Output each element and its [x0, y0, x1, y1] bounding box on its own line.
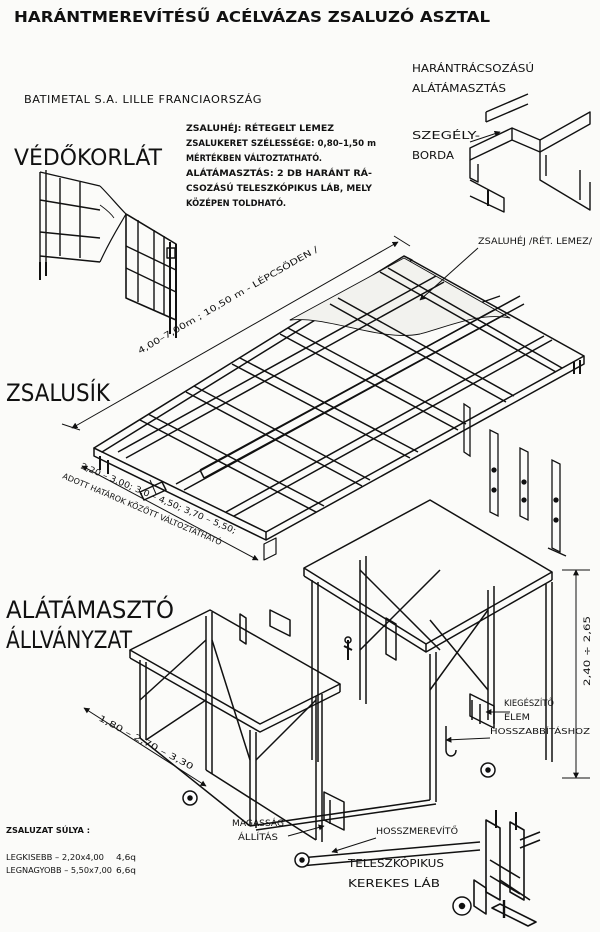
height-dimension-label: 2,40 ÷ 2,65 — [583, 616, 593, 686]
spec-line: KÖZÉPEN TOLDHATÓ. — [186, 197, 286, 209]
support-heading-line1: ALÁTÁMASZTÓ — [6, 594, 174, 624]
support-scaffold-drawing — [129, 499, 553, 867]
deck-heading: ZSALUSÍK — [6, 378, 111, 407]
height-adjust-label-line1: MAGASSÁG — [232, 817, 284, 829]
weight-row-value: 6,6q — [116, 866, 136, 875]
weight-table: ZSALUZAT SÚLYA : LEGKISEBB – 2,20x4,00 4… — [6, 824, 136, 875]
spec-line: ZSALUHÉJ: RÉTEGELT LEMEZ — [186, 122, 334, 134]
spec-line: ZSALUKERET SZÉLESSÉGE: 0,80–1,50 m — [186, 137, 376, 149]
guardrail-drawing — [39, 170, 177, 338]
height-adjust-label-line2: ÁLLÍTÁS — [238, 831, 278, 843]
telescopic-leg-detail — [473, 810, 541, 927]
weight-row-value: 4,6q — [116, 853, 136, 862]
weight-heading: ZSALUZAT SÚLYA : — [6, 824, 90, 835]
extension-label: HOSSZABBÍTÁSHOZ — [490, 725, 591, 736]
supplementary-label-line2: ELEM — [504, 713, 530, 723]
caster-wheels — [182, 762, 496, 916]
guardrail-heading: VÉDŐKORLÁT — [14, 145, 163, 171]
weight-row-label: LEGKISEBB – 2,20x4,00 — [6, 853, 104, 862]
cross-support-detail — [469, 93, 591, 213]
loose-posts — [463, 402, 567, 557]
spec-line: ALÁTÁMASZTÁS: 2 DB HARÁNT RÁ- — [186, 167, 372, 179]
edge-rib-label-line2: BORDA — [412, 149, 454, 162]
spec-block: ZSALUHÉJ: RÉTEGELT LEMEZ ZSALUKERET SZÉL… — [186, 122, 376, 209]
spec-line: CSOZÁSÚ TELESZKÓPIKUS LÁB, MELY — [186, 182, 373, 194]
formwork-skin-label: ZSALUHÉJ /RÉT. LEMEZ/ — [478, 235, 592, 247]
dimension-lines — [61, 130, 590, 854]
telescopic-label-line1: TELESZKÓPIKUS — [347, 857, 444, 870]
longitudinal-brace-label: HOSSZMEREVÍTŐ — [376, 825, 458, 837]
edge-rib-label-line1: SZEGÉLY- — [412, 129, 480, 142]
cross-support-label-line2: ALÁTÁMASZTÁS — [412, 82, 506, 95]
supplementary-label-line1: KIEGÉSZÍTŐ — [504, 697, 554, 709]
manufacturer-label: BATIMETAL S.A. LILLE FRANCIAORSZÁG — [24, 93, 262, 106]
support-heading-line2: ÁLLVÁNYZAT — [6, 625, 132, 654]
cross-support-label-line1: HARÁNTRÁCSOZÁSÚ — [412, 62, 534, 75]
drawing-title: HARÁNTMEREVÍTÉSŰ ACÉLVÁZAS ZSALUZÓ ASZTA… — [14, 6, 490, 26]
telescopic-label-line2: KEREKES LÁB — [348, 877, 440, 890]
weight-row-label: LEGNAGYOBB – 5,50x7,00 — [6, 866, 112, 875]
spec-line: MÉRTÉKBEN VÁLTOZTATHATÓ. — [186, 152, 322, 164]
